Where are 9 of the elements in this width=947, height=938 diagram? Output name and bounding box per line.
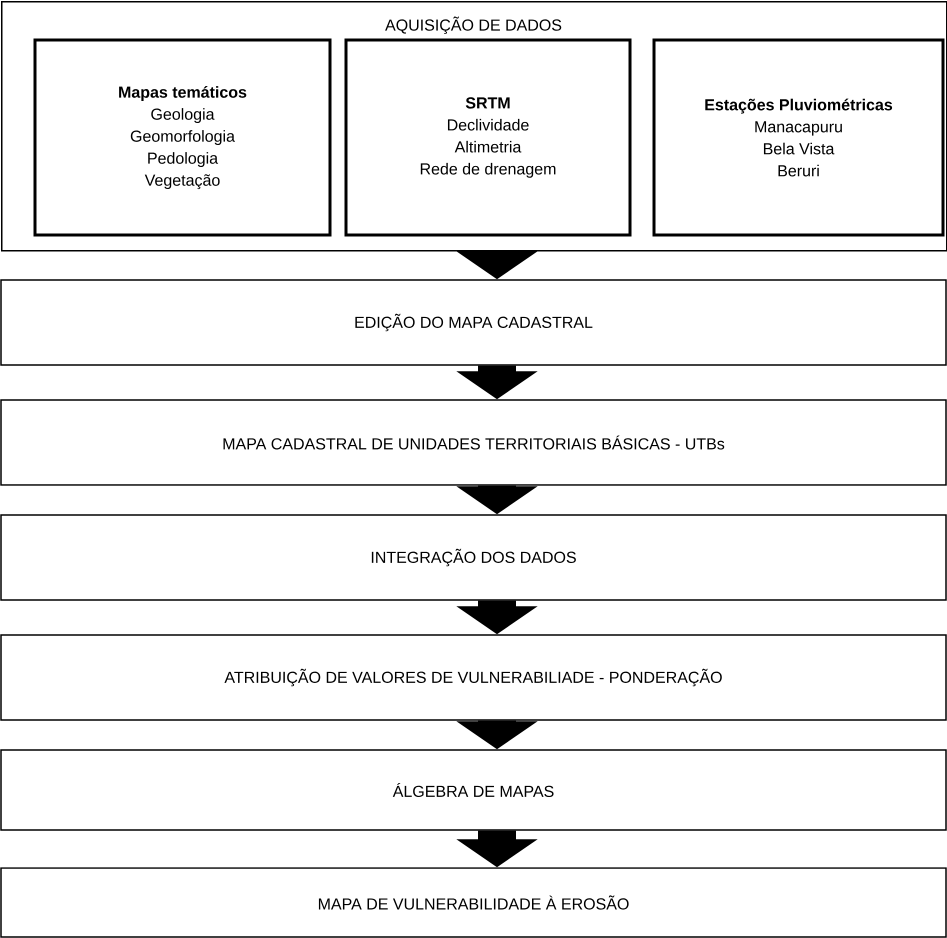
process-box: EDIÇÃO DO MAPA CADASTRAL — [0, 279, 947, 366]
data-box: SRTM Declividade Altimetria Rede de drenagem — [344, 38, 632, 236]
process-box: MAPA DE VULNERABILIDADE À EROSÃO — [0, 867, 947, 938]
process-box: MAPA CADASTRAL DE UNIDADES TERRITORIAIS BÁSICAS - UTBs — [0, 399, 947, 486]
data-box: Mapas temáticos Geologia Geomorfologia Pedologia Vegetação — [34, 38, 332, 236]
data-box: Estações Pluviométricas Manacapuru Bela Vista Beruri — [652, 38, 944, 236]
process-box: ÁLGEBRA DE MAPAS — [0, 749, 947, 831]
process-box: INTEGRAÇÃO DOS DADOS — [0, 514, 947, 601]
process-box: ATRIBUIÇÃO DE VALORES DE VULNERABILIADE - PONDERAÇÃO — [0, 634, 947, 721]
